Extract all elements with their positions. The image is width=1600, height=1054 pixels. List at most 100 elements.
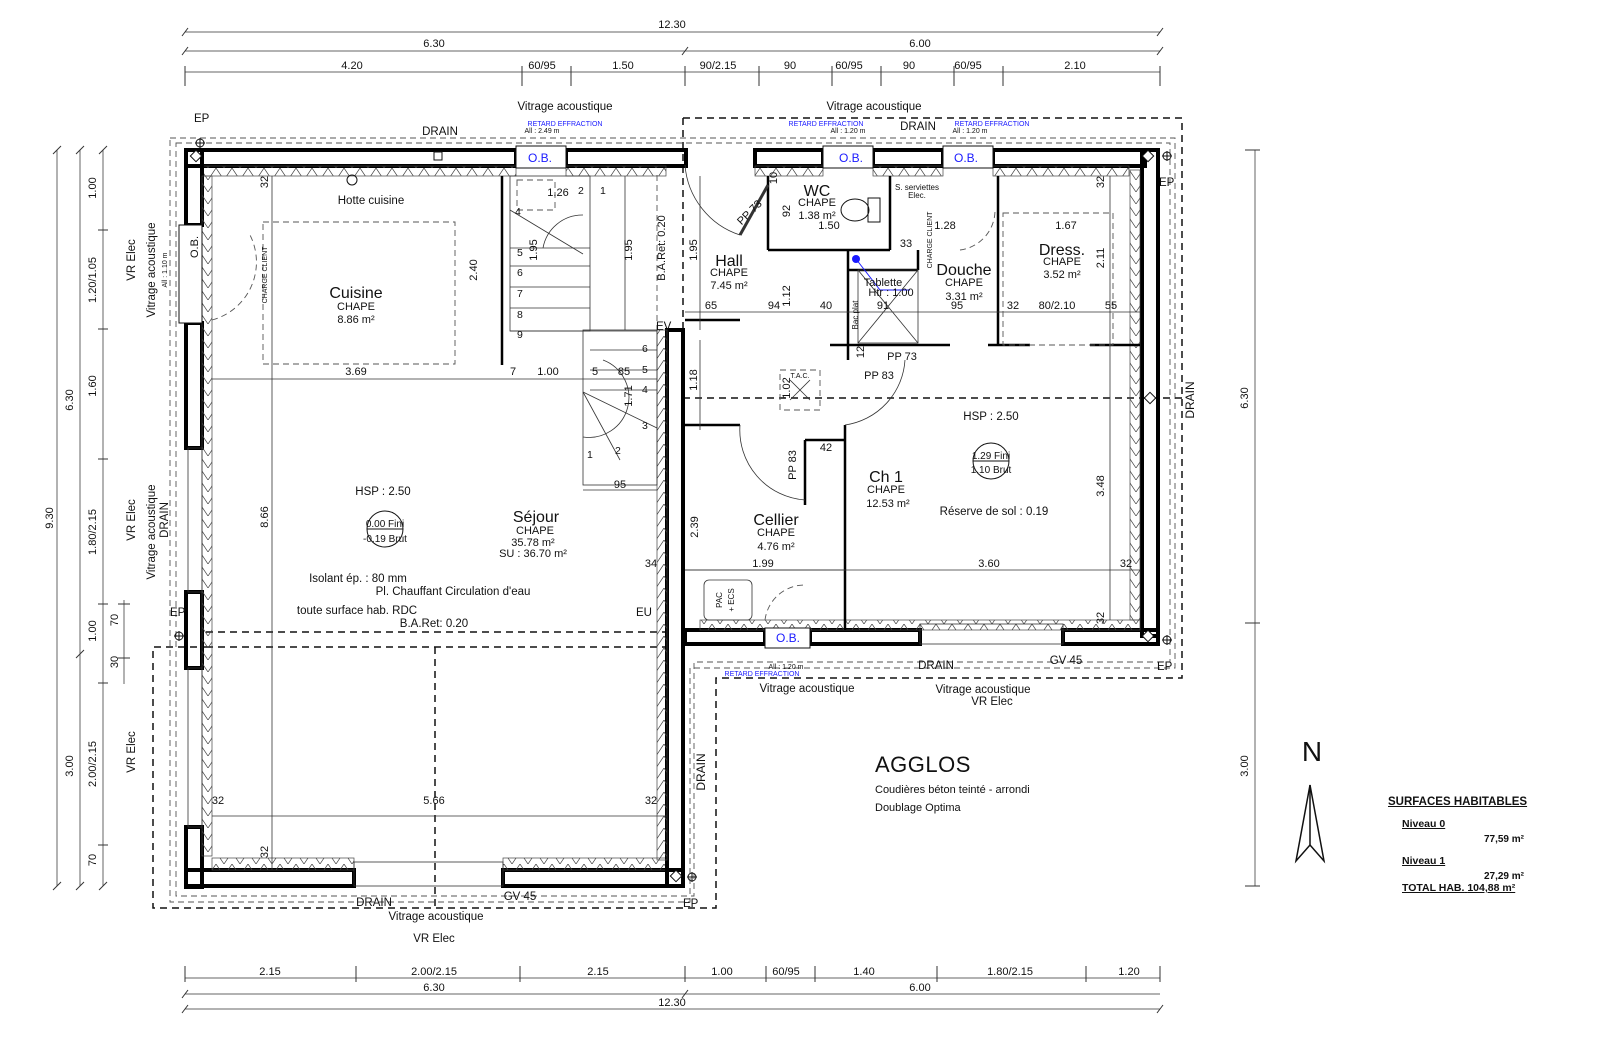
inner-dimension-labels: 3.69 2.40 1.00 1.26 1.95 1.95 85 5 1.71 … (212, 172, 1132, 858)
hotte-label: Hotte cuisine (338, 195, 404, 207)
svg-text:10: 10 (768, 172, 780, 184)
door-pp83: PP 83 (864, 370, 894, 382)
window-height: All : 1.20 m (952, 128, 987, 135)
level-brut: 1.10 Brut (971, 465, 1012, 476)
svg-text:94: 94 (768, 300, 780, 312)
svg-text:42: 42 (820, 442, 832, 454)
retard-effraction-label: RETARD EFFRACTION (955, 121, 1030, 128)
svg-text:32: 32 (1120, 558, 1132, 570)
svg-text:91: 91 (877, 300, 889, 312)
dim-seg: 70 (87, 854, 99, 866)
tac-label: T.A.C. (790, 373, 809, 380)
svg-text:6: 6 (517, 267, 523, 279)
svg-text:95: 95 (614, 479, 626, 491)
svg-text:3.48: 3.48 (1095, 475, 1107, 496)
note-line: Doublage Optima (875, 802, 961, 814)
gv45-label: GV 45 (1050, 655, 1083, 667)
ep-label: EP (194, 113, 210, 125)
note-isolant: Isolant ép. : 80 mm (309, 573, 407, 585)
svg-text:2: 2 (578, 185, 584, 197)
room-area: 3.31 m² (945, 291, 983, 303)
dim-seg: 90 (903, 60, 915, 72)
cuisine-furniture-zone (262, 221, 456, 365)
svg-text:3.69: 3.69 (345, 366, 366, 378)
note-chauffage: Pl. Chauffant Circulation d'eau (376, 586, 531, 598)
svg-text:5: 5 (642, 364, 648, 376)
note-surface: toute surface hab. RDC (297, 605, 417, 617)
interior-partitions (500, 176, 1140, 630)
dim-top-left: 6.30 (423, 38, 444, 50)
vitrage-label: Vitrage acoustique (935, 684, 1030, 696)
toilet-tank-icon (867, 197, 881, 223)
dim-seg: 1.00 (87, 177, 99, 198)
retard-effraction-label: RETARD EFFRACTION (789, 121, 864, 128)
north-label: N (1301, 736, 1323, 767)
dim-bottom-left: 6.30 (423, 982, 444, 994)
svg-text:40: 40 (820, 300, 832, 312)
staircase (509, 175, 658, 486)
svg-text:1.28: 1.28 (934, 220, 955, 232)
level-label: Niveau 1 (1402, 855, 1446, 867)
room-name-cellier: Cellier (753, 512, 799, 529)
dim-top-total: 12.30 (658, 19, 686, 31)
reserve-sol: Réserve de sol : 0.19 (940, 506, 1049, 518)
dim-seg: 2.00/2.15 (87, 741, 99, 787)
svg-text:1.95: 1.95 (528, 239, 540, 260)
dim-seg: 1.60 (87, 375, 99, 396)
room-finish: CHAPE (945, 277, 983, 289)
ev-label: EV (656, 321, 672, 333)
svg-text:5: 5 (517, 247, 523, 259)
doors (211, 164, 996, 621)
window-height: All : 1.10 m (162, 252, 169, 287)
charge-client-label: CHARGE CLIENT (927, 211, 934, 269)
level-value: 77,59 m² (1483, 834, 1524, 845)
eu-label: EU (636, 607, 652, 619)
window-height: All : 2.49 m (524, 128, 559, 135)
dim-seg: 2.15 (587, 966, 608, 978)
room-name-dress: Dress. (1039, 242, 1085, 259)
room-name-cuisine: Cuisine (329, 285, 382, 302)
ba-ret-label: B.A.Ret: 0.20 (656, 215, 668, 280)
total-surface: TOTAL HAB. 104,88 m² (1402, 882, 1538, 894)
room-name-ch1: Ch 1 (869, 469, 903, 486)
room-finish: CHAPE (798, 197, 836, 209)
drain-label: DRAIN (422, 126, 458, 138)
dim-seg: 1.00 (87, 620, 99, 641)
hsp-ch1: HSP : 2.50 (963, 411, 1018, 423)
vitrage-label: Vitrage acoustique (826, 101, 921, 113)
pac-label: PAC (715, 592, 724, 608)
retard-effraction-label: RETARD EFFRACTION (528, 121, 603, 128)
note-ba-ret: B.A.Ret: 0.20 (400, 618, 468, 630)
north-indicator: N (1292, 738, 1332, 766)
window-height: All : 1.20 m (768, 664, 803, 671)
svg-text:1.50: 1.50 (818, 220, 839, 232)
dim-seg: 1.20 (1118, 966, 1139, 978)
vr-elec-label: VR Elec (126, 499, 138, 541)
dim-seg: 30 (109, 656, 121, 668)
svg-text:8: 8 (517, 309, 523, 321)
vr-elec-label: VR Elec (971, 696, 1013, 708)
top-dimension-chain: 12.30 6.30 6.00 4.20 60/95 1.50 90/2.15 … (181, 19, 1164, 86)
dim-seg: 1.00 (711, 966, 732, 978)
svg-text:1.67: 1.67 (1055, 220, 1076, 232)
shower-tray-label: Bac plat (851, 300, 860, 330)
ob-label: O.B. (954, 151, 978, 165)
vitrage-label: Vitrage acoustique (517, 101, 612, 113)
svg-text:4: 4 (642, 384, 648, 396)
ecs-label: + ECS (727, 588, 736, 611)
dim-seg: 60/95 (954, 60, 982, 72)
svg-text:5.66: 5.66 (423, 795, 444, 807)
room-area: 7.45 m² (710, 280, 748, 292)
dim-seg: 60/95 (835, 60, 863, 72)
level-fini: 1.29 Fini (972, 451, 1010, 462)
svg-text:1.95: 1.95 (688, 239, 700, 260)
svg-text:4: 4 (515, 206, 521, 218)
svg-text:2.11: 2.11 (1095, 248, 1107, 269)
room-name-sejour: Séjour (513, 509, 560, 526)
level-fini: 0.00 Fini (366, 519, 404, 530)
svg-text:1.02: 1.02 (781, 377, 793, 398)
vr-elec-label: VR Elec (126, 239, 138, 281)
svg-text:1.18: 1.18 (688, 369, 700, 390)
svg-text:2.40: 2.40 (468, 259, 480, 280)
